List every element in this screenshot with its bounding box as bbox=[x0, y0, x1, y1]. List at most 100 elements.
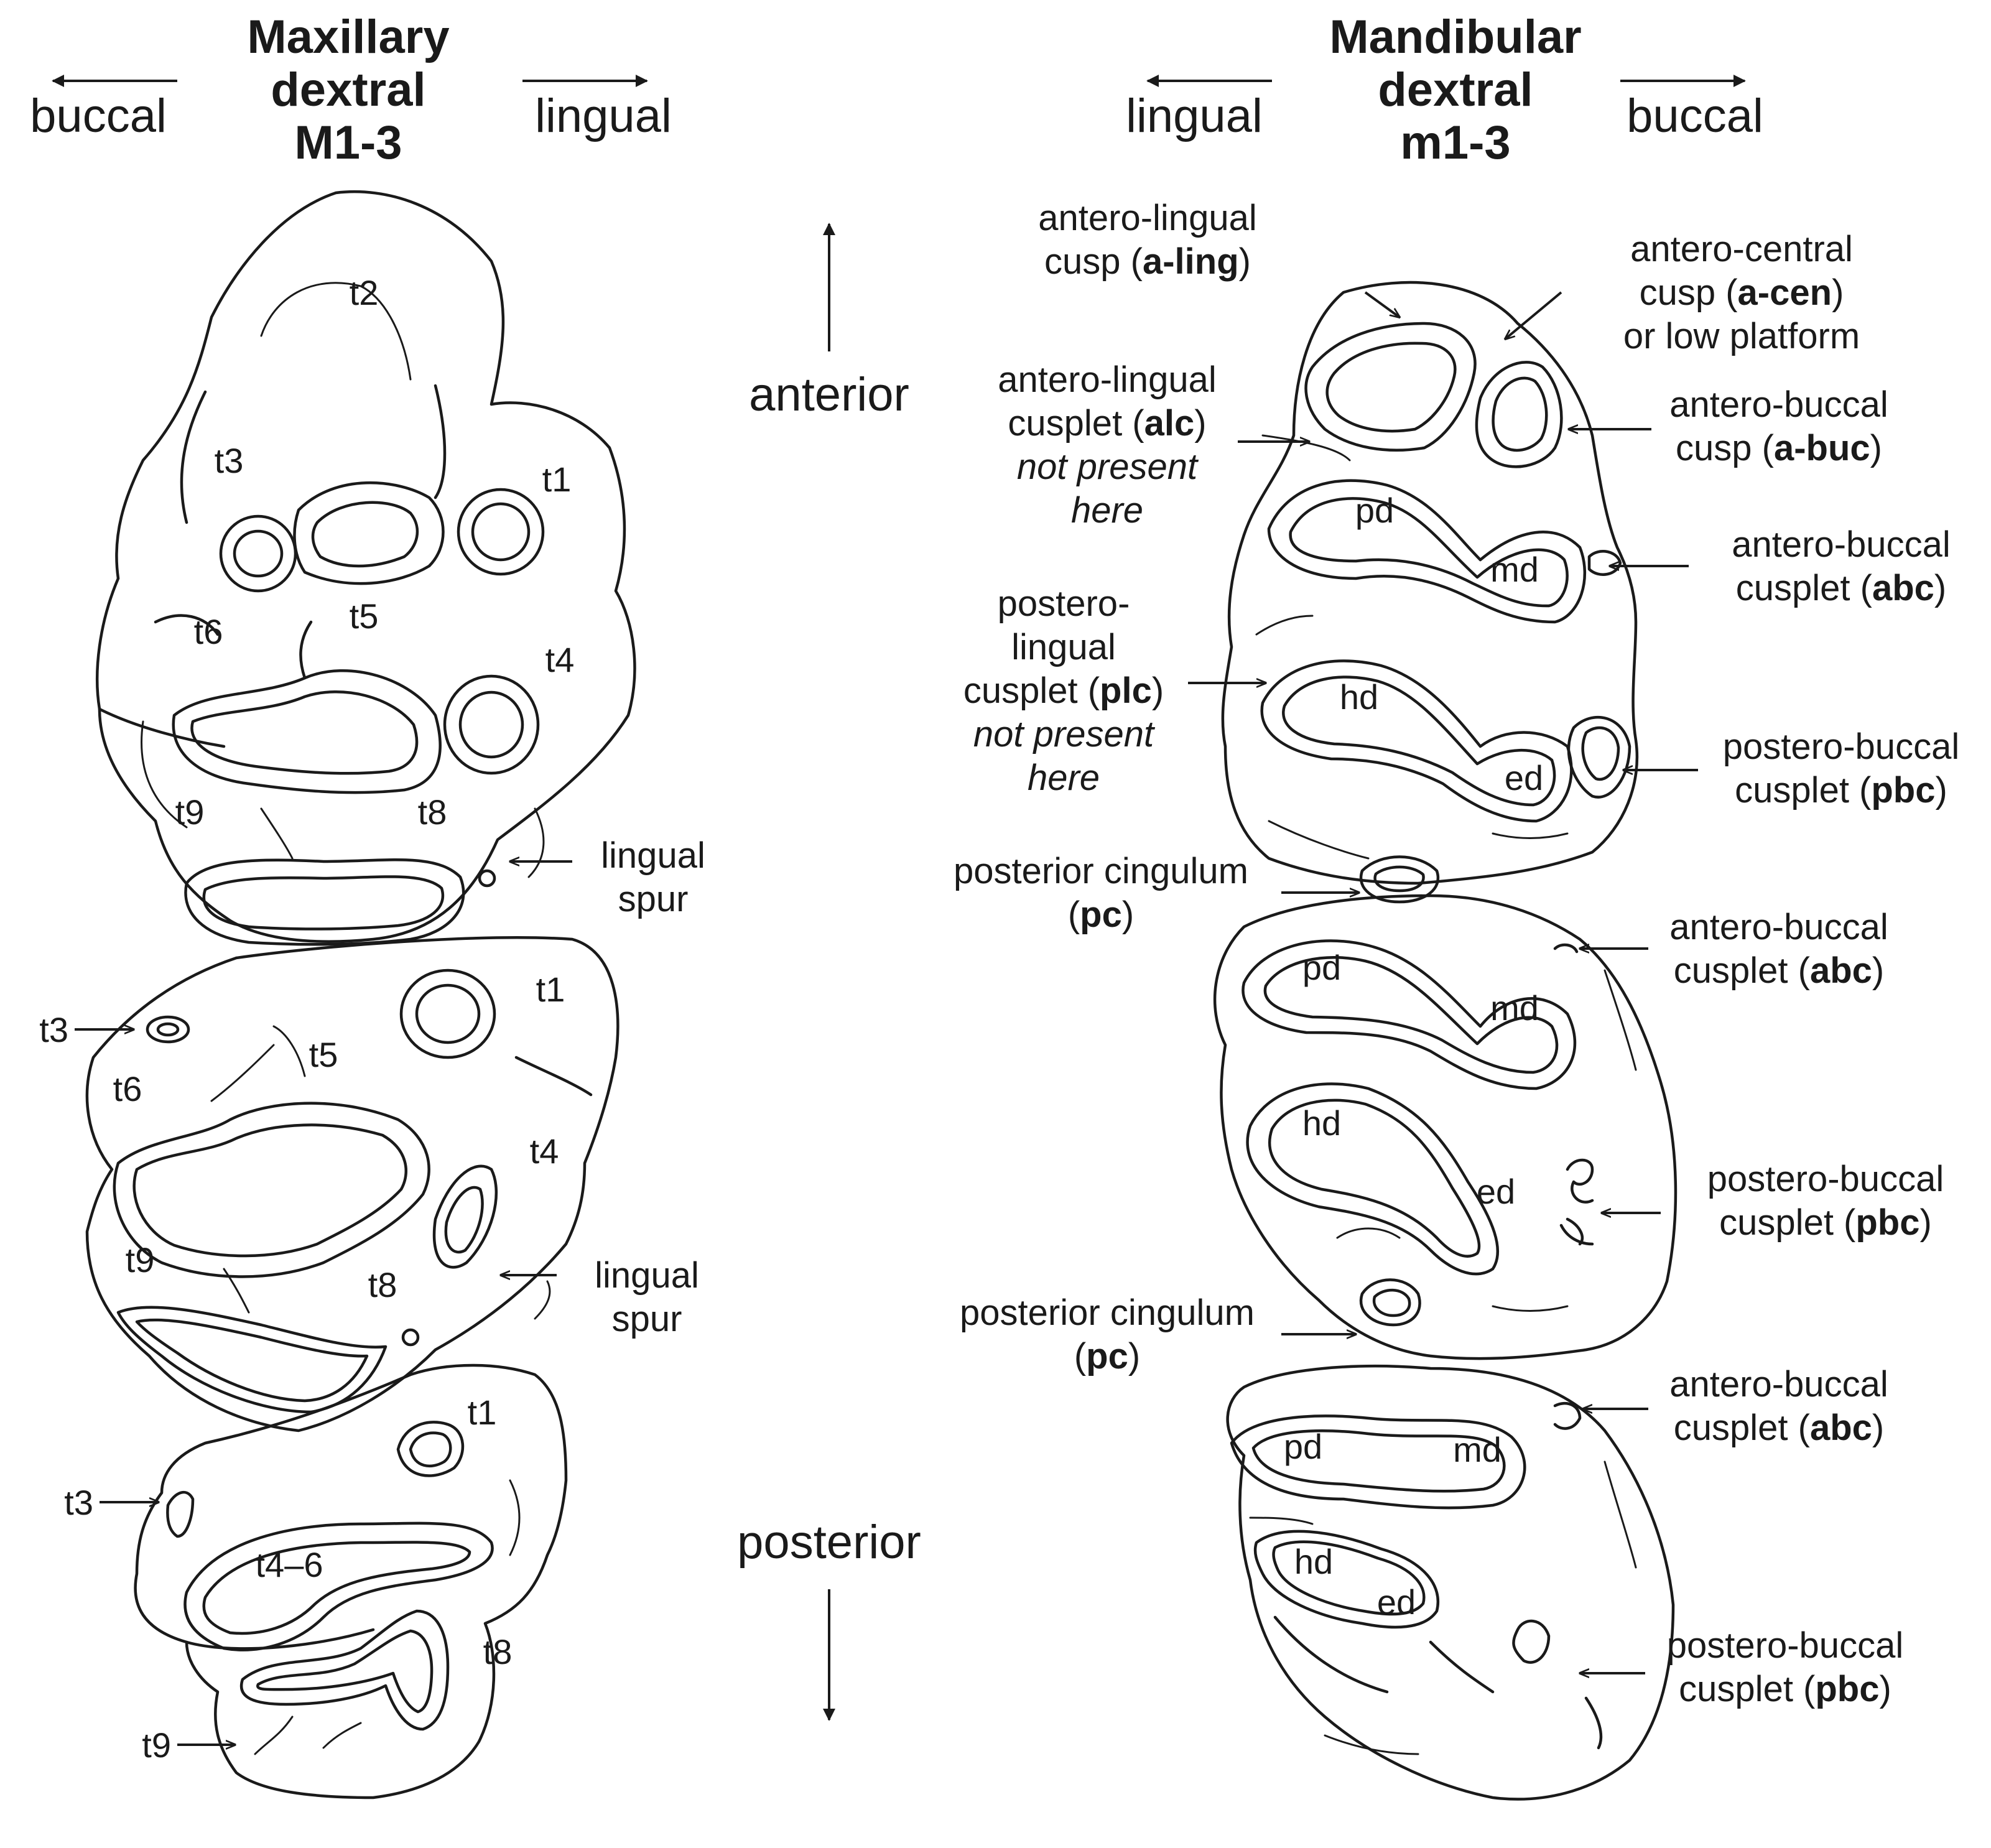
annotation-pbc-3: postero-buccal cusplet (pbc) bbox=[1580, 1625, 1903, 1709]
m3-secondary-ridges bbox=[1273, 1615, 1603, 1750]
M2-t1-crest bbox=[514, 1056, 593, 1097]
mandibular-m2: pd md hd ed bbox=[1213, 894, 1678, 1360]
plc-line-5: here bbox=[1028, 758, 1100, 798]
M3-t9-label: t9 bbox=[142, 1725, 171, 1765]
m2-pd-label: pd bbox=[1302, 948, 1341, 987]
annotation-acen: antero-central cusp (a-cen) or low platf… bbox=[1505, 229, 1860, 356]
annotation-alc: antero-lingual cusplet (alc) not present… bbox=[998, 360, 1309, 531]
pc1-line-1: posterior cingulum bbox=[954, 851, 1248, 891]
M3-t3-label: t3 bbox=[64, 1483, 93, 1522]
alc-line-1: antero-lingual bbox=[998, 360, 1216, 400]
maxillary-M1: t2 t3 t1 t6 t5 t4 t9 t8 lingual spur bbox=[96, 190, 705, 946]
m2-ed-label: ed bbox=[1477, 1172, 1515, 1211]
M1-crown-outline bbox=[96, 190, 636, 943]
pbc3-line-1: postero-buccal bbox=[1667, 1625, 1903, 1666]
m1-aling-ring-outer bbox=[1304, 322, 1477, 452]
m3-pd-md-outer bbox=[1230, 1414, 1526, 1510]
M2-t3-ring-inner bbox=[156, 1022, 180, 1037]
M1-t2-basin-inner bbox=[311, 501, 419, 568]
M3-t4-6-basin-inner bbox=[202, 1541, 471, 1635]
m2-minor-ridges bbox=[1336, 969, 1637, 1312]
M3-t3-mark bbox=[166, 1491, 195, 1538]
M2-t5-label: t5 bbox=[309, 1035, 338, 1074]
M2-lingual-spur-mark bbox=[401, 1328, 420, 1347]
abc3-line-2: cusplet (abc) bbox=[1674, 1408, 1884, 1448]
m1-hd-ed-outer bbox=[1260, 659, 1573, 823]
alc-line-3: not present bbox=[1017, 447, 1199, 487]
abuc-line-2: cusp (a-buc) bbox=[1676, 428, 1882, 468]
M2-minor-ridges bbox=[210, 1025, 551, 1320]
pbc2-line-1: postero-buccal bbox=[1707, 1159, 1944, 1199]
plc-line-3: cusplet (plc) bbox=[963, 671, 1164, 711]
m2-abc-mark bbox=[1553, 943, 1579, 954]
m2-pbc-mark bbox=[1559, 1158, 1594, 1246]
M2-t4-label: t4 bbox=[530, 1131, 559, 1171]
pbc3-line-2: cusplet (pbc) bbox=[1679, 1669, 1891, 1709]
abc2-line-2: cusplet (abc) bbox=[1674, 950, 1884, 991]
M1-t8-basin-outer bbox=[184, 858, 465, 946]
M2-t3-label: t3 bbox=[39, 1010, 68, 1049]
M2-t9-label: t9 bbox=[126, 1240, 155, 1279]
abc2-line-1: antero-buccal bbox=[1669, 907, 1888, 947]
M2-t3-ring-outer bbox=[146, 1015, 190, 1044]
m2-pd-md-inner bbox=[1263, 956, 1559, 1074]
annotation-aling: antero-lingual cusp (a-ling) bbox=[1038, 198, 1399, 317]
M2-t1-ring-inner bbox=[415, 983, 481, 1044]
m1-hd-ed-inner bbox=[1282, 676, 1556, 807]
M2-t4-ring-inner bbox=[444, 1186, 484, 1254]
m2-pc-ring-inner bbox=[1372, 1288, 1411, 1317]
M3-t1-label: t1 bbox=[468, 1393, 497, 1432]
plc-line-2: lingual bbox=[1011, 627, 1116, 667]
M2-t8-basin-outer bbox=[116, 1306, 388, 1414]
M1-t9-label: t9 bbox=[175, 792, 205, 832]
M1-spur-label-2: spur bbox=[618, 879, 689, 919]
mandibular-title-line-1: Mandibular bbox=[1329, 11, 1581, 63]
M1-t4-ring-outer bbox=[443, 674, 540, 775]
m3-pbc-mark bbox=[1512, 1619, 1551, 1664]
acen-line-3: or low platform bbox=[1623, 316, 1860, 356]
M1-t2-label: t2 bbox=[350, 273, 379, 312]
M2-t1-label: t1 bbox=[536, 970, 565, 1009]
M1-t4-label: t4 bbox=[545, 640, 575, 679]
M1-t6-t9-division bbox=[98, 707, 226, 748]
annotation-pbc-1: postero-buccal cusplet (pbc) bbox=[1623, 727, 1959, 810]
m1-pc-ring-outer bbox=[1359, 855, 1440, 904]
m3-hd-label: hd bbox=[1294, 1542, 1333, 1581]
m3-pd-label: pd bbox=[1284, 1427, 1322, 1466]
M2-spur-label-1: lingual bbox=[595, 1255, 699, 1296]
M1-t1-ring-inner bbox=[471, 502, 531, 562]
M3-t9-division bbox=[185, 1628, 375, 1650]
M1-t6-label: t6 bbox=[194, 612, 223, 651]
M1-t4-ring-inner bbox=[458, 690, 524, 759]
m3-abc-mark bbox=[1553, 1401, 1582, 1430]
M2-t5-basin-inner bbox=[132, 1123, 407, 1258]
mandibular-title-line-2: dextral bbox=[1378, 63, 1533, 116]
m3-hd-ed-outer bbox=[1253, 1530, 1440, 1629]
M3-t8-basin-inner bbox=[256, 1629, 434, 1714]
pc2-line-1: posterior cingulum bbox=[960, 1293, 1255, 1333]
M3-t8-basin-outer bbox=[239, 1609, 450, 1731]
M3-crown-outline bbox=[134, 1363, 568, 1799]
acen-arrow bbox=[1505, 291, 1562, 339]
M2-spur-label-2: spur bbox=[612, 1299, 682, 1339]
m1-abuc-ring-outer bbox=[1475, 361, 1563, 468]
M1-t5-basin-outer bbox=[172, 669, 442, 794]
posterior-label: posterior bbox=[737, 1516, 921, 1569]
m3-ed-label: ed bbox=[1377, 1582, 1416, 1622]
acen-line-2: cusp (a-cen) bbox=[1640, 272, 1844, 313]
maxillary-M2: t1 t6 t5 t4 t9 t8 t3 lingual spur bbox=[39, 936, 699, 1432]
m1-minor-ridges bbox=[1255, 434, 1569, 860]
alc-line-2: cusplet (alc) bbox=[1008, 403, 1206, 443]
m1-ed-label: ed bbox=[1505, 758, 1543, 797]
m3-md-label: md bbox=[1453, 1430, 1501, 1469]
m2-md-label: md bbox=[1490, 988, 1539, 1028]
m3-hd-ed-inner bbox=[1272, 1540, 1426, 1616]
annotation-abc-2: antero-buccal cusplet (abc) bbox=[1580, 907, 1888, 991]
m3-pd-md-inner bbox=[1251, 1429, 1506, 1493]
aling-line-1: antero-lingual bbox=[1038, 198, 1256, 238]
mandibular-m3: pd md hd ed bbox=[1226, 1365, 1675, 1801]
M1-t5-label: t5 bbox=[350, 597, 379, 636]
pbc1-line-1: postero-buccal bbox=[1723, 727, 1959, 767]
annotation-abc-1: antero-buccal cusplet (abc) bbox=[1610, 524, 1951, 608]
maxillary-dir-right: lingual bbox=[535, 90, 672, 142]
